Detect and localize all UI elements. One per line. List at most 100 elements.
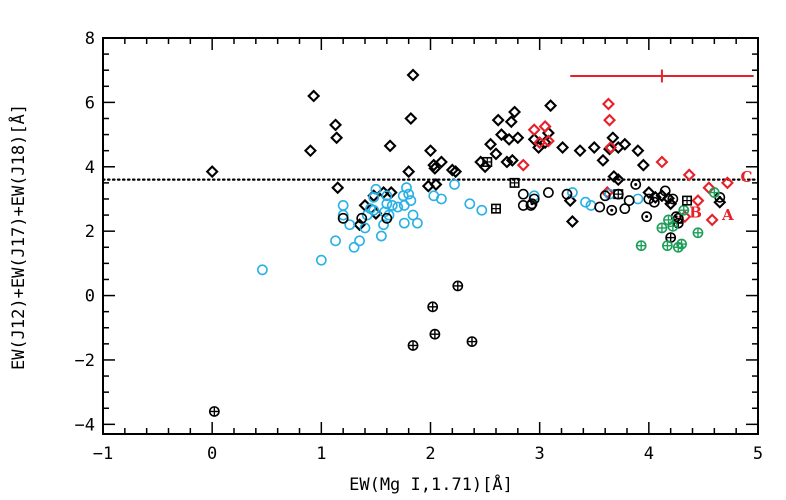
diamond-marker xyxy=(604,140,618,154)
data-point-circle xyxy=(368,204,380,216)
data-point-circle xyxy=(623,195,635,206)
data-point-diamond xyxy=(603,113,617,127)
diamond-marker xyxy=(664,197,678,211)
circle-marker xyxy=(330,235,341,247)
data-point-circle-plus xyxy=(656,222,668,234)
data-point-diamond xyxy=(720,176,734,190)
data-point-diamond xyxy=(504,115,518,129)
diamond-marker xyxy=(331,181,345,195)
data-point-diamond xyxy=(655,189,669,203)
data-point-circle xyxy=(356,212,368,224)
diamond-marker xyxy=(636,158,650,172)
data-point-circle xyxy=(464,198,476,210)
circle-marker xyxy=(403,188,415,200)
data-point-circle xyxy=(256,264,268,276)
data-point-circle xyxy=(337,209,349,221)
data-point-circle xyxy=(381,198,393,210)
circle-marker xyxy=(543,187,554,198)
data-point-diamond xyxy=(421,179,435,193)
circle-marker xyxy=(599,190,611,202)
circle-marker xyxy=(659,185,671,197)
data-point-circle xyxy=(580,196,591,208)
data-point-diamond xyxy=(330,131,344,145)
diamond-marker xyxy=(527,132,541,146)
data-point-circle xyxy=(619,203,631,215)
circle-marker xyxy=(337,200,349,211)
data-point-diamond xyxy=(691,194,705,208)
diamond-marker xyxy=(428,161,442,175)
circle-marker xyxy=(407,209,419,221)
data-point-diamond xyxy=(505,153,519,167)
circle-marker xyxy=(348,241,360,253)
data-point-circle-plus xyxy=(692,227,704,239)
data-point-circle-plus xyxy=(466,336,478,347)
data-point-circle xyxy=(378,219,389,231)
diamond-marker xyxy=(406,68,420,82)
circle-center-dot xyxy=(610,208,614,212)
data-point-square-plus xyxy=(490,203,501,214)
y-tick-label: 4 xyxy=(85,158,95,178)
data-point-diamond xyxy=(601,97,615,111)
data-point-circle xyxy=(411,217,423,229)
data-point-diamond xyxy=(604,140,618,154)
data-point-circle-plus xyxy=(635,240,647,252)
data-point-circle-plus xyxy=(429,328,441,340)
diamond-marker xyxy=(424,144,437,158)
data-point-diamond xyxy=(538,120,552,134)
data-point-circle xyxy=(344,219,356,231)
data-point-diamond xyxy=(449,165,463,179)
diamond-marker xyxy=(489,147,503,161)
plot-frame xyxy=(102,37,759,435)
diamond-marker xyxy=(511,131,525,145)
annotation-label: A xyxy=(721,206,734,224)
data-point-circle-plus xyxy=(452,280,464,292)
data-point-circle-plus xyxy=(661,240,673,252)
data-point-diamond xyxy=(587,140,601,154)
diamond-marker xyxy=(655,155,669,169)
diamond-marker xyxy=(661,191,675,205)
data-point-diamond xyxy=(541,134,555,148)
data-point-circle xyxy=(407,209,419,221)
data-point-circle xyxy=(359,222,371,234)
diamond-marker xyxy=(329,118,343,132)
data-point-circle xyxy=(517,188,529,200)
data-point-diamond xyxy=(404,112,418,125)
diamond-marker xyxy=(445,163,459,177)
x-tick-label: 4 xyxy=(644,444,654,464)
circle-marker xyxy=(567,187,578,198)
data-point-diamond xyxy=(429,178,443,191)
data-point-diamond xyxy=(556,140,570,154)
data-point-diamond xyxy=(307,89,321,103)
circle-marker xyxy=(436,193,447,205)
diamond-marker xyxy=(429,178,443,191)
circle-marker xyxy=(667,193,679,205)
circle-marker xyxy=(337,212,349,224)
data-point-circle xyxy=(354,235,365,247)
circle-marker xyxy=(517,188,529,200)
data-point-circle xyxy=(315,254,327,266)
data-point-diamond xyxy=(702,181,716,195)
data-point-circle-plus xyxy=(208,406,220,417)
data-point-circle-plus xyxy=(667,220,679,232)
data-point-diamond xyxy=(478,160,492,174)
diamond-marker xyxy=(603,113,617,127)
data-point-diamond xyxy=(494,128,508,142)
y-tick-label: 2 xyxy=(85,222,95,242)
diamond-marker xyxy=(702,181,716,195)
data-point-square-plus xyxy=(482,156,493,167)
x-tick-label: 2 xyxy=(425,444,435,464)
diamond-marker xyxy=(478,160,492,174)
x-tick-label: 0 xyxy=(207,444,217,464)
data-point-circle xyxy=(561,188,573,200)
diamond-marker xyxy=(369,206,383,220)
circle-marker xyxy=(476,204,488,216)
data-point-circle-dot xyxy=(526,198,538,210)
circle-marker xyxy=(356,212,368,224)
plot-area: ABC xyxy=(103,68,758,417)
data-point-circle xyxy=(392,201,404,213)
diamond-marker xyxy=(205,165,219,179)
diamond-marker xyxy=(642,186,656,200)
circle-marker xyxy=(606,204,618,216)
